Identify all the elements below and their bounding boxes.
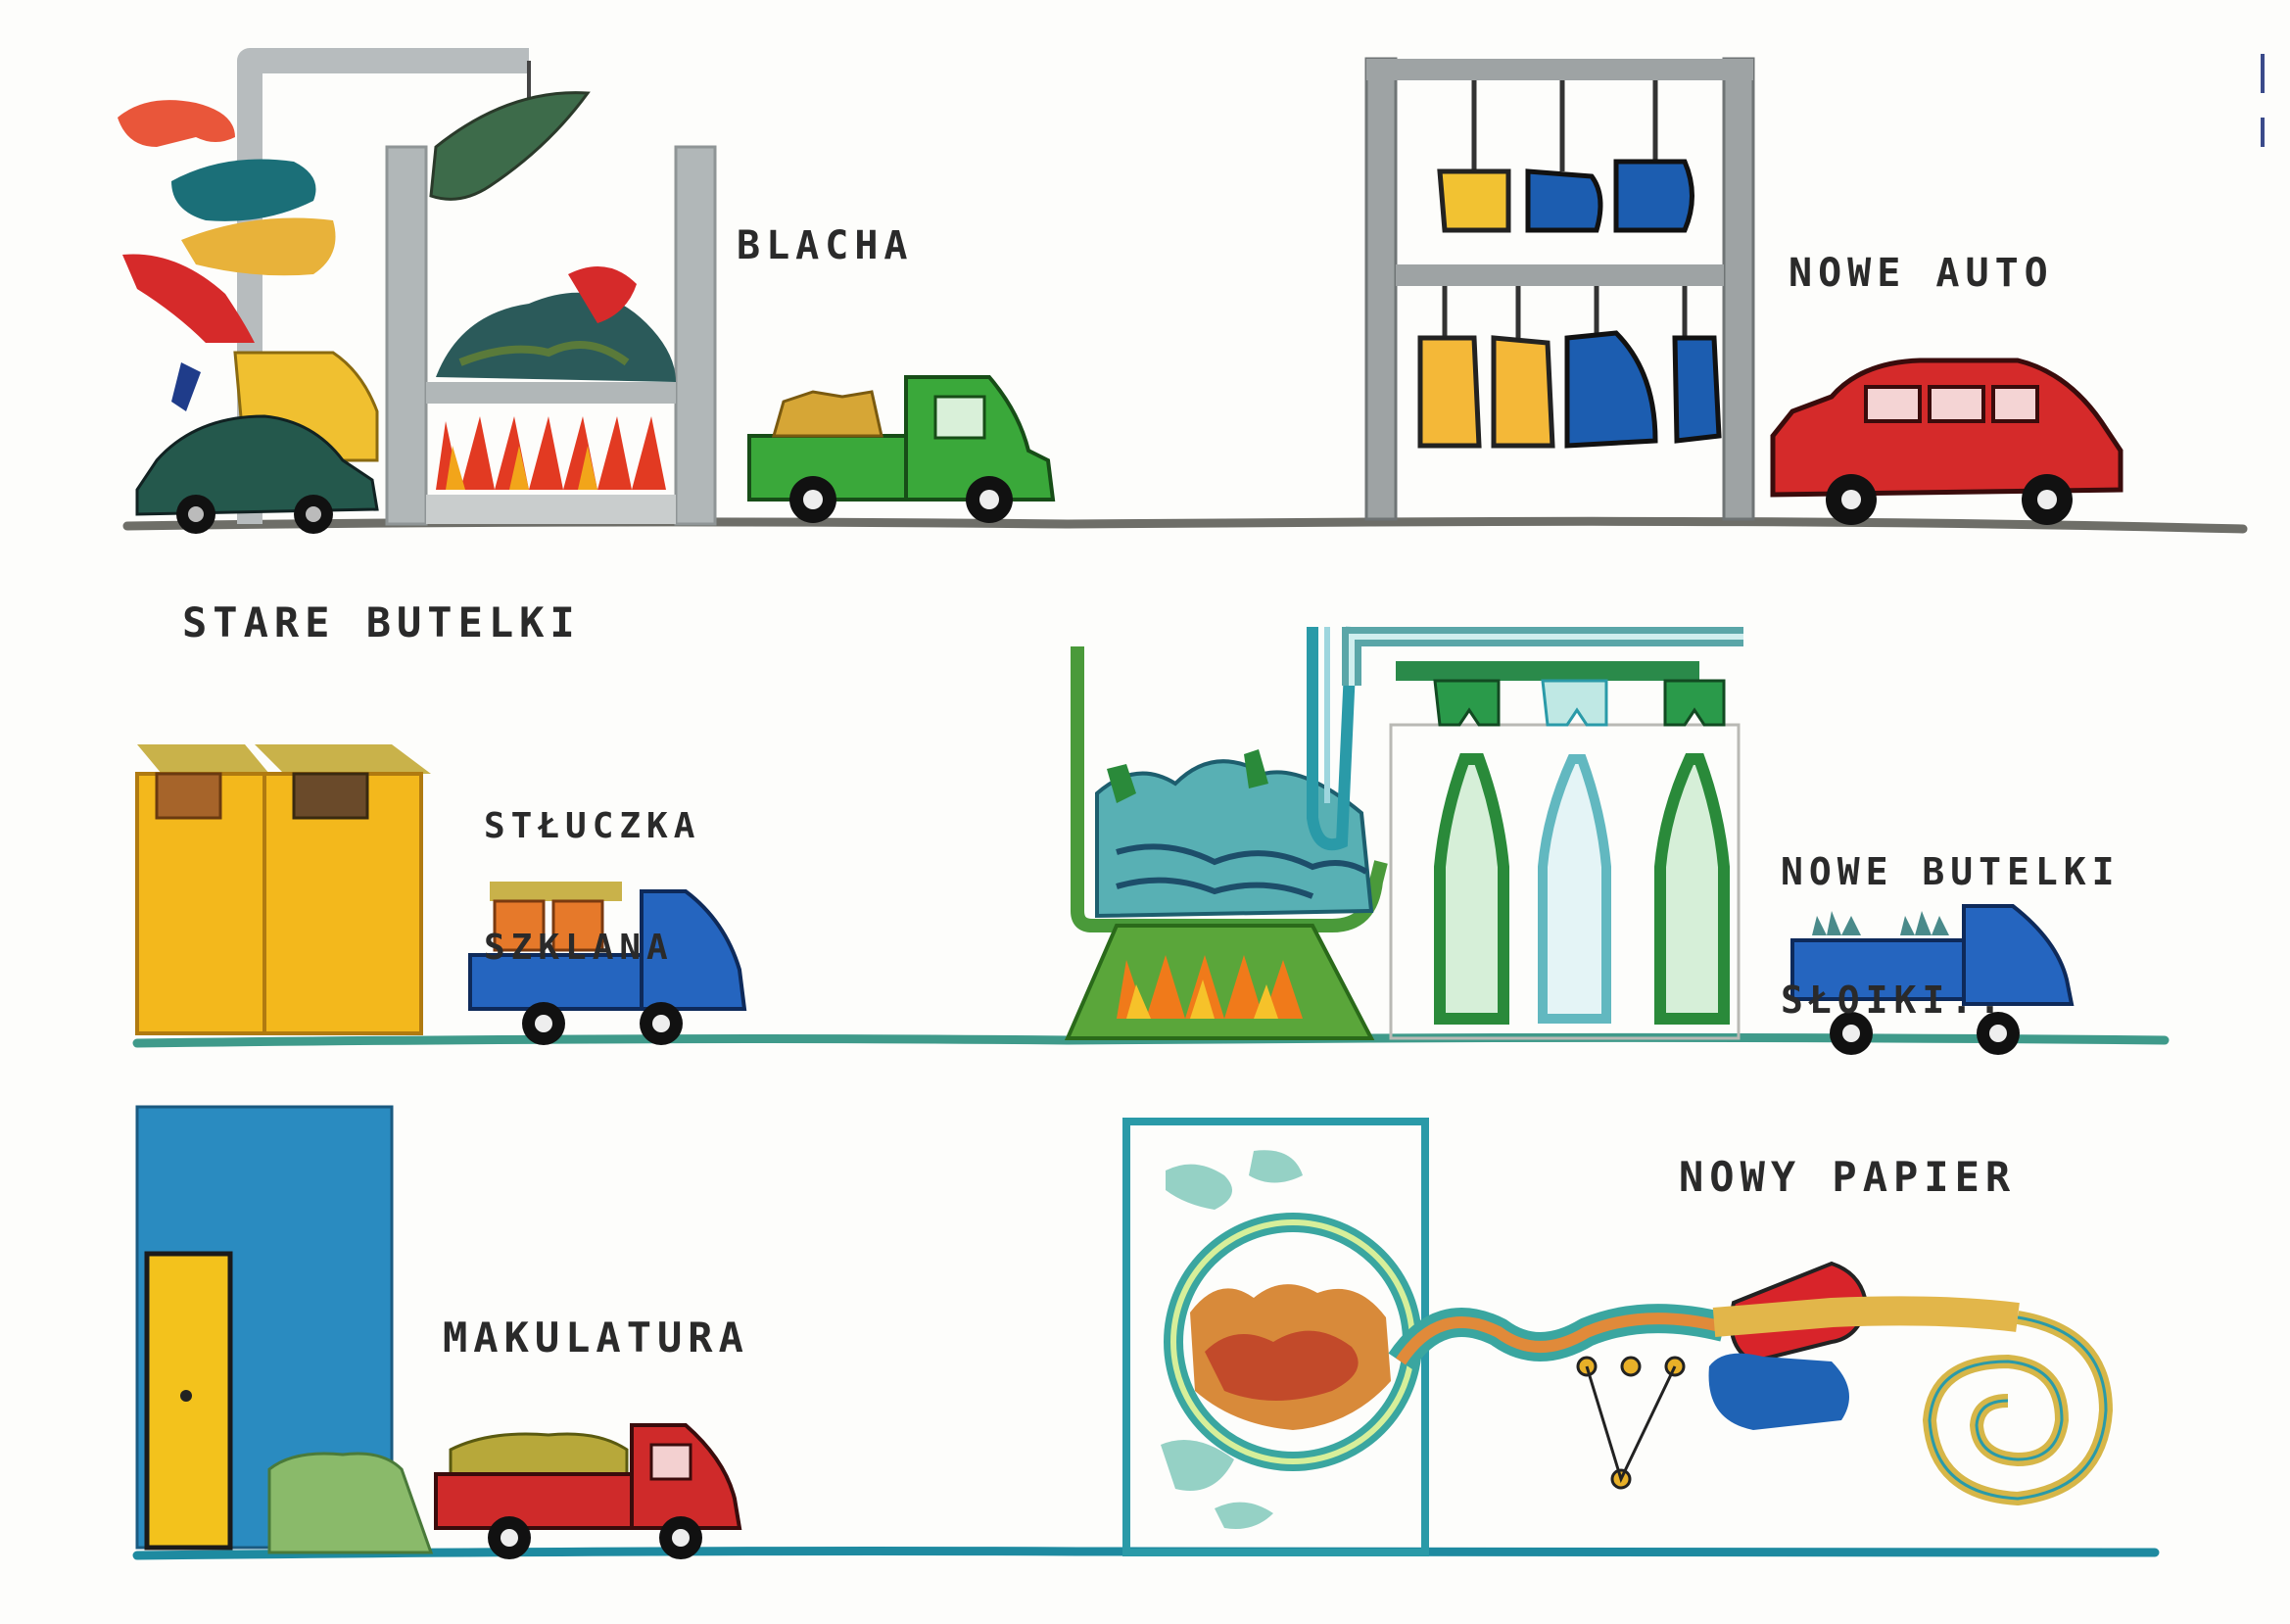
label-nowe-butelki-line1: NOWE BUTELKI [1781,850,2121,894]
mould-head-3 [1663,679,1726,727]
bottle-mould-2 [1538,754,1611,1024]
mould-head-2 [1541,679,1608,727]
label-stluczka-szklana: STŁUCZKA SZKLANA [484,725,700,1009]
red-new-car [1770,358,2123,525]
scrap-car-yellow [181,217,336,276]
car-body-blue-2 [1672,335,1722,444]
bottle-mould-1 [1434,753,1509,1025]
car-body-yellow-1 [1417,335,1482,449]
blue-truck-glass [468,882,747,1045]
label-nowe-butelki-line2: SŁOIKI.. [1781,979,2008,1023]
red-truck-paper [434,1423,742,1559]
label-nowe-auto: NOWE AUTO [1789,251,2054,296]
ground-line-row3 [132,1546,2160,1560]
label-stare-butelki: STARE BUTELKI [182,598,581,646]
bottle-mould-3 [1654,753,1730,1025]
label-stluczka-line1: STŁUCZKA [484,805,701,846]
molten-metal [436,416,666,490]
mould-head-1 [1433,679,1501,727]
furnace-fire-base [1064,924,1375,1040]
furnace-flames [1117,955,1303,1019]
label-nowe-butelki: NOWE BUTELKI SŁOIKI.. [1781,766,2121,1066]
waste-paper-pile [267,1452,434,1554]
glass-furnace [1064,646,1388,1040]
dark-green-car [135,414,379,534]
glass-pipes [1307,626,1743,851]
green-truck [747,375,1056,523]
car-body-blue-1 [1564,330,1658,449]
glass-recycling-scene [132,626,2170,1055]
crane-scrap [429,91,591,201]
car-factory-frame [1364,57,1755,521]
label-blacha: BLACHA [737,223,914,268]
car-part-yellow [1437,168,1511,233]
label-nowy-papier: NOWY PAPIER [1679,1153,2017,1201]
car-part-blue-1 [1525,168,1603,233]
car-body-yellow-2 [1491,335,1555,449]
paper-collection-building [135,1105,434,1554]
scrap-car-teal [171,159,316,221]
broken-glass-pile [1095,759,1374,919]
paper-recycling-scene [132,1105,2160,1560]
label-makulatura: MAKULATURA [443,1314,749,1361]
paper-pulp-machine [1122,1118,1728,1556]
car-part-blue-2 [1613,159,1694,233]
metal-recycling-scene [118,48,2248,534]
blue-roller [1708,1353,1849,1430]
blue-truck-bottles [1790,904,2075,1055]
label-stluczka-line2: SZKLANA [484,927,674,968]
scrap-pile [436,292,676,382]
scrap-car-orange [118,100,235,147]
metal-press-frame [385,145,717,526]
bottle-mould-machine [1389,661,1741,1040]
scrap-car-red [122,254,255,343]
paper-rollers [1576,1261,2114,1506]
glass-collection-bins [135,744,431,1035]
paper-sheet [1712,1296,2020,1337]
